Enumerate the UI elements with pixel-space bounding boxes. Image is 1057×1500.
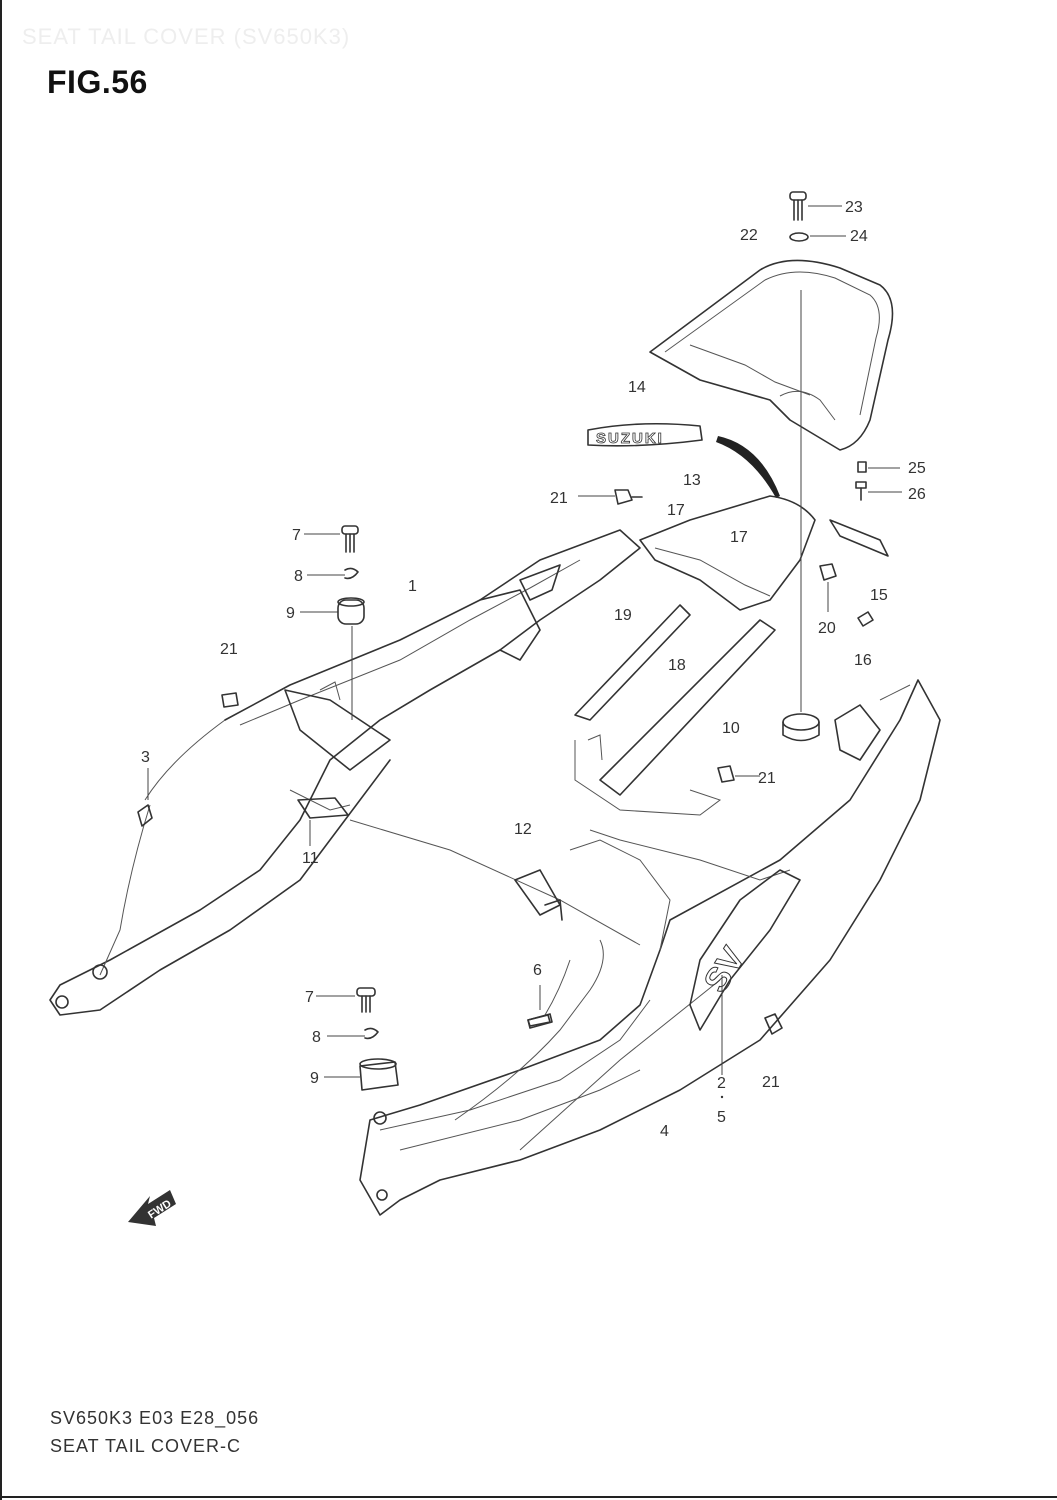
washer-24	[789, 232, 846, 242]
faded-section-title: SEAT TAIL COVER (SV650K3)	[22, 24, 351, 49]
pin-3	[137, 768, 153, 827]
drawing-code: SV650K3 E03 E28_056	[50, 1408, 260, 1428]
underseat-tray-18	[574, 604, 776, 816]
callout-9-bottom: 9	[310, 1070, 319, 1087]
grommet-10	[782, 290, 820, 742]
callout-8-top: 8	[294, 568, 303, 585]
callout-5: 5	[717, 1109, 726, 1126]
black-stripe-decal	[716, 436, 780, 498]
callout-21-lower: 21	[762, 1074, 780, 1091]
callout-dot-separator	[720, 1095, 724, 1099]
callout-21-middle: 21	[758, 770, 776, 787]
callout-3: 3	[141, 749, 150, 766]
callout-14: 14	[628, 379, 646, 396]
clip-25	[857, 461, 900, 473]
seat-rail-frame-1	[49, 529, 641, 1016]
bolt-6	[527, 985, 551, 1027]
inner-fender-12	[349, 819, 641, 946]
suzuki-decal-14: SUZUKI	[587, 422, 703, 447]
callout-22: 22	[740, 227, 758, 244]
callout-17-left: 17	[667, 502, 685, 519]
forward-direction-arrow: FWD	[128, 1190, 176, 1226]
callout-21-left: 21	[220, 641, 238, 658]
washer-8-top	[307, 567, 359, 580]
callout-9-top: 9	[286, 605, 295, 622]
callout-21-top: 21	[550, 490, 568, 507]
grab-rail-part	[649, 259, 894, 451]
callout-4: 4	[660, 1123, 669, 1140]
callout-26: 26	[908, 486, 926, 503]
grommet-9-bottom	[324, 1058, 399, 1091]
screw-21-top	[578, 489, 643, 505]
clip-21-middle	[717, 765, 760, 783]
callout-25: 25	[908, 460, 926, 477]
rear-seat-cover-13	[639, 495, 816, 611]
callout-2: 2	[717, 1075, 726, 1092]
tail-side-cover-4	[359, 679, 941, 1216]
bolt-7-bottom	[316, 987, 376, 1013]
screw-26	[855, 481, 902, 501]
bolt-7-top	[304, 525, 359, 553]
clip-21-lower	[764, 1013, 783, 1035]
cushion-11	[297, 797, 349, 846]
washer-8-bottom	[327, 1027, 379, 1040]
clip-21-left	[221, 692, 239, 708]
callout-23: 23	[845, 199, 863, 216]
callout-15: 15	[870, 587, 888, 604]
callout-24: 24	[850, 228, 868, 245]
callout-17-right: 17	[730, 529, 748, 546]
callout-7-top: 7	[292, 527, 301, 544]
callout-8-bottom: 8	[312, 1029, 321, 1046]
callout-10: 10	[722, 720, 740, 737]
rubber-pad-15	[829, 519, 889, 627]
callout-12: 12	[514, 821, 532, 838]
callout-11: 11	[302, 850, 319, 867]
suzuki-logo-text: SUZUKI	[596, 430, 664, 447]
frame-border-left	[0, 0, 2, 1500]
callout-18: 18	[668, 657, 686, 674]
frame-border-bottom	[0, 1496, 1057, 1498]
callout-16: 16	[854, 652, 872, 669]
sv-logo-text: SV	[697, 940, 753, 999]
callout-13: 13	[683, 472, 701, 489]
grommet-9-top	[300, 597, 365, 720]
nut-20	[819, 563, 837, 612]
callout-19: 19	[614, 607, 632, 624]
bolt-23	[789, 191, 842, 221]
drawing-name: SEAT TAIL COVER-C	[50, 1436, 242, 1456]
figure-number: FIG.56	[47, 64, 148, 100]
callout-7-bottom: 7	[305, 989, 314, 1006]
callout-6: 6	[533, 962, 542, 979]
callout-20: 20	[818, 620, 836, 637]
callout-1: 1	[408, 578, 417, 595]
